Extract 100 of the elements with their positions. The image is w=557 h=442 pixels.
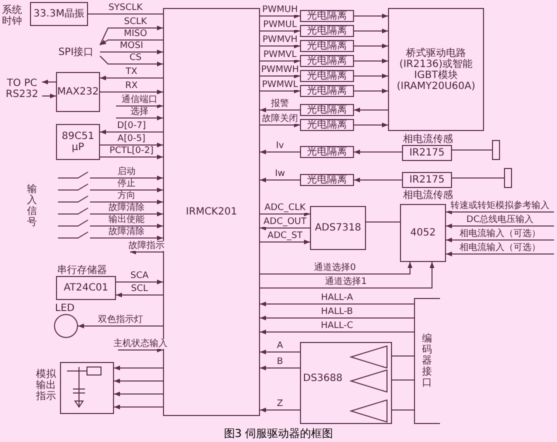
signal-label: HALL-B <box>320 307 354 317</box>
signal-arrow <box>446 252 554 256</box>
connector-arrow <box>100 130 164 134</box>
signal-label: B <box>276 357 284 367</box>
signal-label: TX <box>124 67 138 77</box>
component-label: 模拟输出指示 <box>35 369 57 402</box>
component-label: 33.3M晶振 <box>32 8 86 20</box>
component-label: 光电隔离 <box>306 104 348 116</box>
connector-arrow <box>354 122 388 128</box>
clock-label: 系统时钟 <box>1 5 23 27</box>
component-heading: LED <box>55 303 75 314</box>
signal-arrow <box>130 250 164 254</box>
signal-label: SCA <box>129 271 150 281</box>
component-label: 光电隔离 <box>306 40 348 52</box>
connector-arrow <box>114 404 164 410</box>
group-label: 输入信号 <box>26 184 38 228</box>
connector-arrow <box>78 324 164 328</box>
optocoupler-box <box>300 119 354 131</box>
signal-label: HALL-C <box>320 321 354 331</box>
connector-arrow <box>116 280 164 284</box>
signal-arrow <box>118 348 164 352</box>
signal-label: 故障关闭 <box>261 114 299 124</box>
signal-label: 停止 <box>116 179 136 189</box>
interface-label: TO PC RS232 <box>2 76 42 102</box>
connector-arrow <box>42 80 56 84</box>
component-label: DS3688 <box>303 373 342 384</box>
connector-arrow <box>260 58 300 64</box>
optocoupler-box <box>300 40 354 52</box>
component-label: 光电隔离 <box>306 120 348 130</box>
connector-arrow <box>114 392 164 396</box>
connector-arrow <box>100 56 164 66</box>
figure-caption: 图3 伺服驱动器的框图 <box>224 426 334 441</box>
connector-arrow <box>116 292 164 298</box>
signal-arrow <box>446 210 554 214</box>
component-heading: 相电流传感 <box>403 134 453 145</box>
connector-arrow <box>260 178 300 182</box>
signal-label: Z <box>276 399 284 409</box>
connector-arrow <box>260 122 300 128</box>
component-label: 光电隔离 <box>306 26 348 36</box>
component-label: 光电隔离 <box>306 70 348 82</box>
connector-arrow <box>100 142 164 148</box>
signal-label: Iv <box>275 141 285 151</box>
signal-label: D[0-7] <box>116 121 147 131</box>
signal-label: MISO <box>122 29 148 39</box>
signal-label: SCLK <box>123 17 148 27</box>
signal-label: SCL <box>130 284 149 294</box>
signal-label: 转速或转矩模拟参考输入 <box>450 201 550 211</box>
component-label: 4052 <box>409 228 437 238</box>
component-heading: 串行存储器 <box>57 265 107 276</box>
signal-label: PWMUL <box>262 20 298 30</box>
signal-arrow <box>58 196 164 204</box>
connector-arrow <box>260 330 414 334</box>
signal-label: PWMWL <box>261 80 299 90</box>
component-label: 光电隔离 <box>306 56 348 66</box>
signal-label: RX <box>124 81 139 91</box>
signal-label: PCTL[0-2] <box>108 146 154 156</box>
component-label: 光电隔离 <box>306 10 348 22</box>
signal-label: 双色指示灯 <box>97 315 144 325</box>
connector-arrow <box>100 90 164 94</box>
signal-label: PWMVL <box>262 50 298 60</box>
signal-arrow <box>116 116 164 120</box>
interface-label: SPI接口 <box>52 45 100 59</box>
signal-label: 方向 <box>116 191 136 201</box>
signal-label: A <box>276 341 284 351</box>
transceiver-chip-box <box>56 72 100 112</box>
component-label: 光电隔离 <box>306 86 348 96</box>
connector-arrow <box>260 262 412 274</box>
microcontroller-box <box>56 124 100 160</box>
signal-label: 通道选择1 <box>324 277 368 287</box>
connector-arrow <box>260 14 300 18</box>
connector-arrow <box>260 302 414 306</box>
connector-arrow <box>260 28 300 34</box>
connector-arrow <box>260 408 300 412</box>
signal-label: 选择 <box>130 107 150 117</box>
signal-label: PWMWH <box>260 65 300 75</box>
connector-arrow <box>114 366 164 370</box>
signal-label: Iw <box>274 169 286 179</box>
connector-arrow <box>260 366 300 370</box>
connector-arrow <box>100 26 164 46</box>
component-label: AT24C01 <box>62 282 110 294</box>
signal-label: PWMUH <box>261 5 299 15</box>
interface-bracket <box>414 298 440 424</box>
signal-label: CS <box>128 53 142 63</box>
optocoupler-box <box>300 85 354 97</box>
optocoupler-box <box>300 174 354 186</box>
connector-arrow <box>354 14 388 18</box>
signal-label: DC总线电压输入 <box>465 215 535 225</box>
component-label: 光电隔离 <box>306 146 348 158</box>
connector-arrow <box>354 58 388 64</box>
connector-arrow <box>354 44 388 48</box>
connector-arrow <box>100 76 164 80</box>
signal-label: 通道选择0 <box>313 263 357 273</box>
signal-label: 输出使能 <box>108 215 146 225</box>
connector-arrow <box>260 262 434 288</box>
signal-label: 主机状态输入 <box>112 339 168 349</box>
optocoupler-box <box>300 10 354 22</box>
signal-label: PWMVH <box>262 35 298 45</box>
component-label: 89C51 μP <box>60 131 96 153</box>
signal-label: MOSI <box>118 41 144 51</box>
component-label: ADS7318 <box>314 222 362 234</box>
